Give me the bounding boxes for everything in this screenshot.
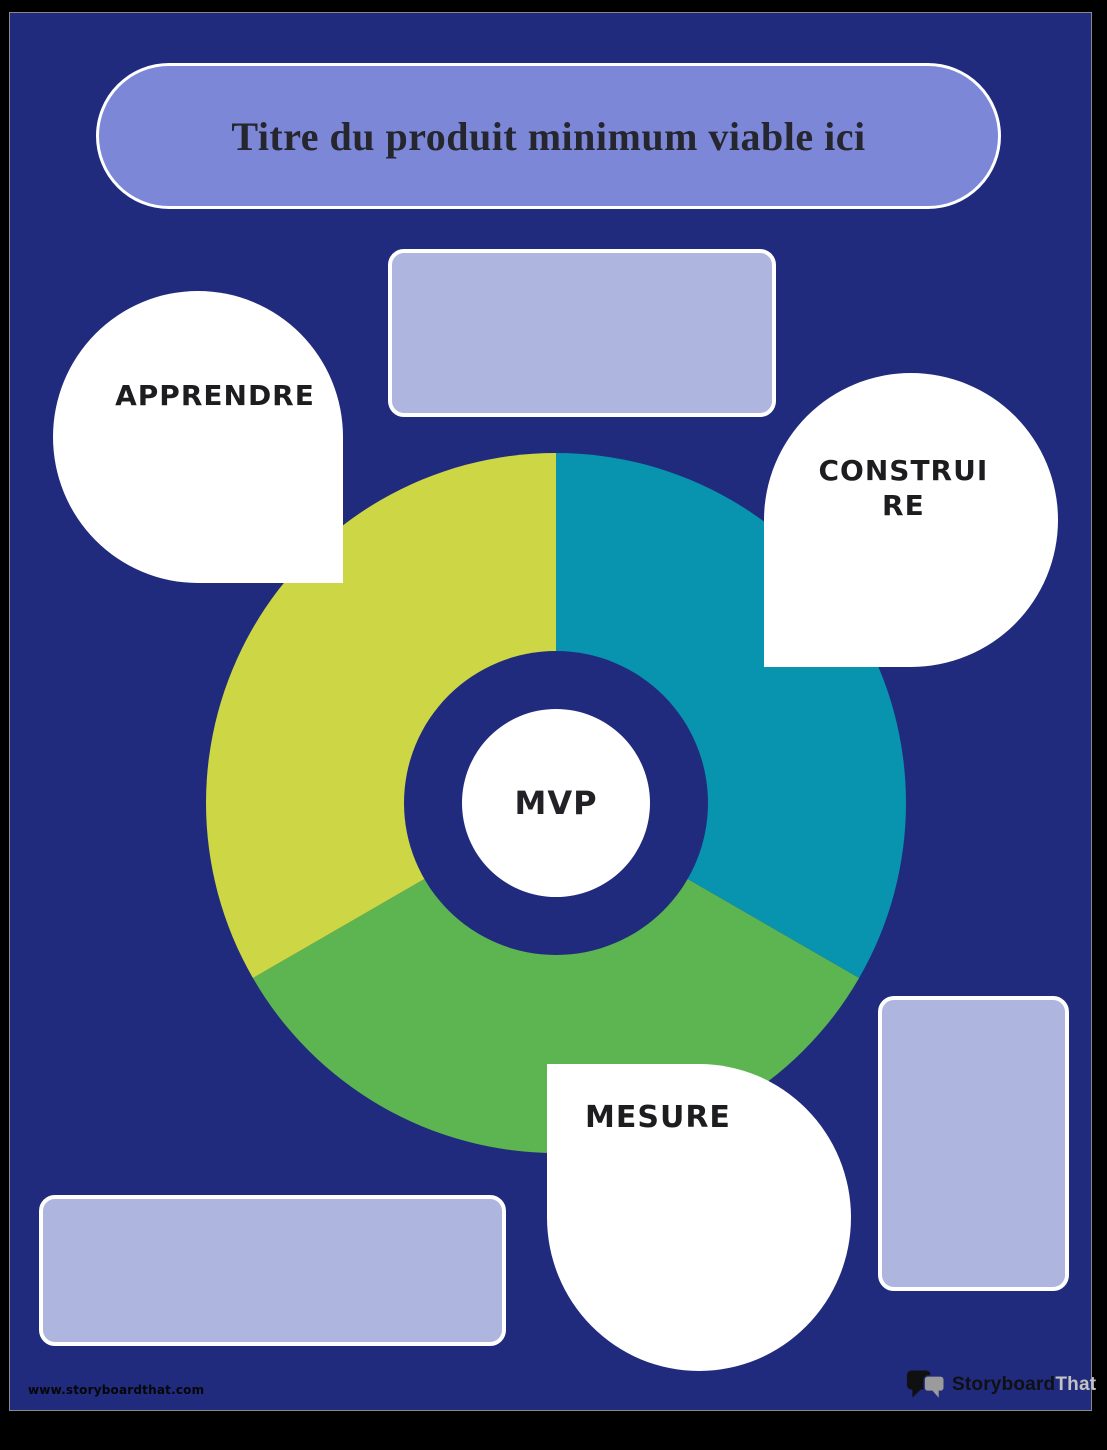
speech-bubble-construire: CONSTRUIRE <box>764 373 1058 667</box>
title-banner[interactable]: Titre du produit minimum viable ici <box>96 63 1001 209</box>
bubble-label-construire: CONSTRUIRE <box>818 454 989 522</box>
logo-speech-bubbles-icon <box>906 1370 945 1398</box>
logo-text: StoryboardThat <box>952 1374 1096 1396</box>
storyboardthat-logo: StoryboardThat <box>906 1367 1096 1403</box>
logo-text-secondary: That <box>1055 1374 1097 1395</box>
bubble-label-apprendre: APPRENDRE <box>115 379 315 412</box>
speech-bubble-mesure: MESURE <box>547 1064 851 1371</box>
mvp-label: MVP <box>514 784 598 822</box>
speech-bubble-apprendre: APPRENDRE <box>53 291 343 583</box>
poster-background: Titre du produit minimum viable ici MVP … <box>9 12 1096 1411</box>
placeholder-box-bottom-right[interactable] <box>878 996 1069 1291</box>
mvp-center-circle: MVP <box>462 709 650 897</box>
logo-text-primary: Storyboard <box>952 1374 1056 1395</box>
footer-url: www.storyboardthat.com <box>28 1383 205 1397</box>
title-text: Titre du produit minimum viable ici <box>231 113 866 159</box>
placeholder-box-top[interactable] <box>388 249 776 417</box>
placeholder-box-bottom-left[interactable] <box>39 1195 506 1346</box>
bubble-label-mesure: MESURE <box>585 1100 731 1135</box>
